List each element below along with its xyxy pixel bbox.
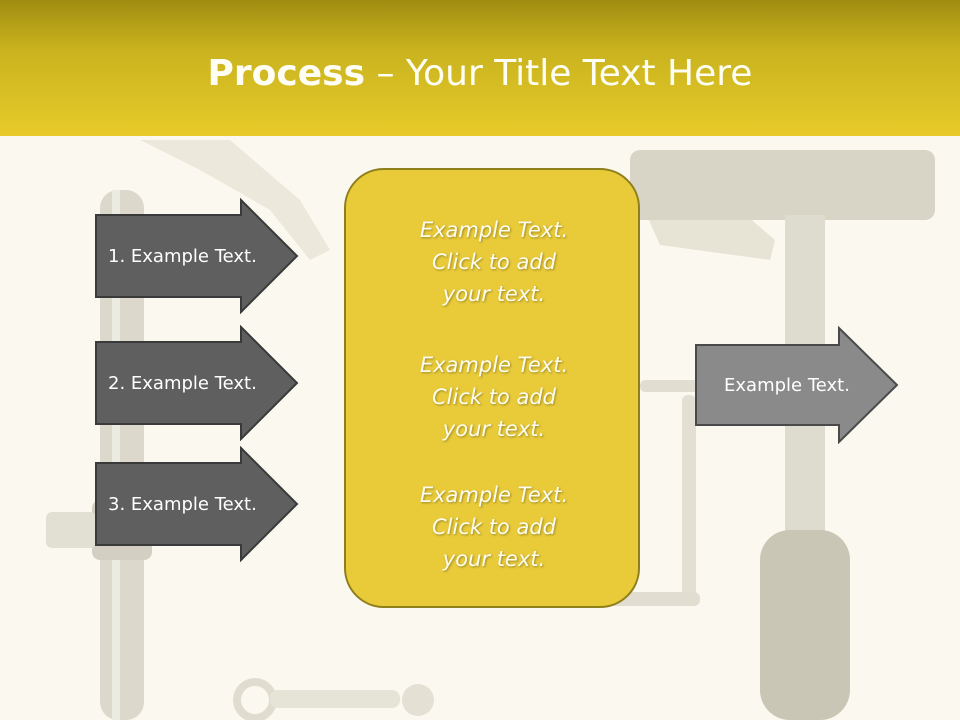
center-block-2-line-2: Click to add bbox=[431, 385, 556, 409]
arrow-shape-icon bbox=[95, 446, 299, 562]
center-block-3: Example Text. Click to add your text. bbox=[346, 479, 642, 575]
output-arrow-label: Example Text. bbox=[724, 374, 850, 396]
step-arrow-3[interactable]: 3. Example Text. bbox=[94, 446, 300, 562]
center-block-2-line-3: your text. bbox=[442, 417, 546, 441]
center-block-1-line-2: Click to add bbox=[431, 250, 556, 274]
arrow-shape-icon bbox=[95, 325, 299, 441]
center-block-1-line-3: your text. bbox=[442, 282, 546, 306]
output-arrow[interactable]: Example Text. bbox=[694, 326, 900, 444]
center-block-3-line-2: Click to add bbox=[431, 515, 556, 539]
step-arrow-1[interactable]: 1. Example Text. bbox=[94, 198, 300, 314]
step-label-2: 2. Example Text. bbox=[108, 372, 257, 394]
center-block-2-line-1: Example Text. bbox=[419, 353, 569, 377]
arrow-shape-icon bbox=[95, 198, 299, 314]
title-rest-part: – Your Title Text Here bbox=[365, 53, 753, 94]
arrow-shape-icon bbox=[695, 326, 899, 444]
step-arrow-2[interactable]: 2. Example Text. bbox=[94, 325, 300, 441]
center-block-2: Example Text. Click to add your text. bbox=[346, 349, 642, 445]
step-label-3: 3. Example Text. bbox=[108, 493, 257, 515]
center-block-3-line-1: Example Text. bbox=[419, 483, 569, 507]
title-bar bbox=[0, 0, 960, 136]
slide-title[interactable]: Process – Your Title Text Here bbox=[0, 52, 960, 96]
center-block-3-line-3: your text. bbox=[442, 547, 546, 571]
step-label-1: 1. Example Text. bbox=[108, 245, 257, 267]
center-text-box[interactable]: Example Text. Click to add your text. Ex… bbox=[344, 168, 640, 608]
title-bold-part: Process bbox=[207, 53, 366, 94]
center-block-1: Example Text. Click to add your text. bbox=[346, 214, 642, 310]
center-block-1-line-1: Example Text. bbox=[419, 218, 569, 242]
